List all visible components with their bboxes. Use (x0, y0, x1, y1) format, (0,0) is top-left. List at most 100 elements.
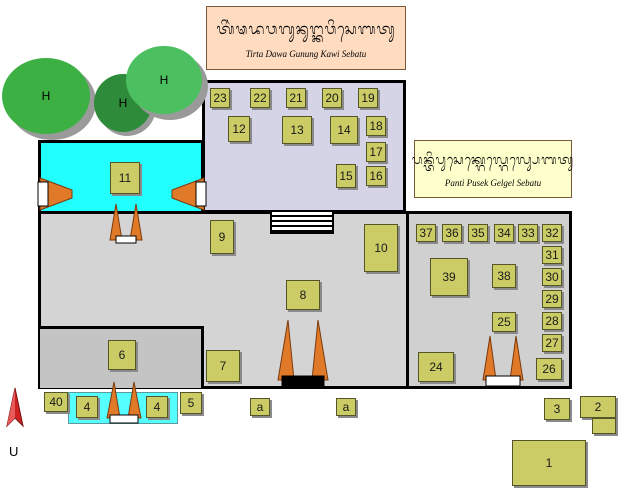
building-13[interactable]: 13 (282, 116, 312, 144)
building-33[interactable]: 33 (518, 224, 538, 242)
building-26[interactable]: 26 (536, 358, 562, 380)
building-label: 2 (594, 400, 602, 414)
building-4-left[interactable]: 4 (76, 396, 98, 418)
building-a-left[interactable]: a (250, 398, 270, 416)
building-label: 30 (545, 270, 559, 284)
building-20[interactable]: 20 (322, 88, 342, 108)
building-label: 35 (471, 226, 485, 240)
tree-3: H (126, 46, 202, 114)
building-9[interactable]: 9 (210, 220, 234, 254)
building-label: 15 (339, 169, 353, 183)
building-label: 29 (545, 292, 559, 306)
building-40[interactable]: 40 (44, 392, 68, 412)
compass-label: U (9, 444, 19, 459)
building-label: 24 (429, 360, 443, 374)
building-label: 5 (187, 396, 195, 410)
stairs-upper[interactable] (270, 210, 334, 234)
building-label: 40 (49, 395, 63, 409)
building-1[interactable]: 1 (512, 440, 586, 486)
tree-label: H (41, 89, 51, 103)
building-24[interactable]: 24 (418, 352, 454, 382)
building-2[interactable]: 2 (580, 396, 616, 418)
split-gate-pool-left (37, 177, 73, 211)
building-5[interactable]: 5 (180, 392, 202, 414)
building-label: 6 (118, 348, 126, 362)
building-4-right[interactable]: 4 (146, 396, 168, 418)
building-label: 28 (545, 314, 559, 328)
title-scroll-top: ᬢᬶᬃᬣᬤᬯᬕᬸᬦᬸᬗ᭄ᬓᬯᬶᬲᬾᬩᬢᬸ Tirta Dawa Gunung K… (206, 6, 406, 70)
building-label: 25 (497, 315, 511, 329)
split-gate-pool-right (171, 177, 207, 211)
building-30[interactable]: 30 (542, 268, 562, 286)
scroll-caption: Panti Pusek Gelgel Sebatu (444, 177, 542, 188)
split-gate-panti (482, 335, 524, 387)
building-11[interactable]: 11 (110, 162, 140, 194)
title-scroll-right: ᬧᬦ᭄ᬢᬶᬧᬸᬲᬾᬓ᭄ᬕᬾᬮ᭄ᬕᬾᬮ᭄ᬲᬾᬩᬢᬸ Panti Pusek Gel… (411, 140, 575, 198)
building-label: 38 (497, 269, 511, 283)
building-29[interactable]: 29 (542, 290, 562, 308)
building-25[interactable]: 25 (492, 312, 516, 332)
building-label: 7 (219, 359, 227, 373)
building-label: 19 (361, 91, 375, 105)
building-31[interactable]: 31 (542, 246, 562, 264)
split-gate-pool-bottom (109, 203, 143, 244)
building-35[interactable]: 35 (468, 224, 488, 242)
building-label: 1 (545, 456, 553, 470)
building-label: 4 (83, 400, 91, 414)
building-22[interactable]: 22 (250, 88, 270, 108)
building-label: 9 (218, 230, 226, 244)
tree-1: H (2, 58, 90, 134)
north-arrow-icon (6, 387, 24, 428)
building-15[interactable]: 15 (336, 164, 356, 188)
building-19[interactable]: 19 (358, 88, 378, 108)
building-7[interactable]: 7 (206, 350, 240, 382)
tree-label: H (159, 73, 169, 87)
building-32[interactable]: 32 (542, 224, 562, 242)
split-gate-main (277, 319, 329, 389)
building-label: 14 (337, 123, 351, 137)
building-6[interactable]: 6 (108, 340, 136, 370)
building-label: 21 (289, 91, 303, 105)
building-3[interactable]: 3 (544, 398, 570, 420)
building-10[interactable]: 10 (364, 224, 398, 272)
building-label: 4 (153, 400, 161, 414)
building-34[interactable]: 34 (494, 224, 514, 242)
building-38[interactable]: 38 (492, 264, 516, 288)
building-16[interactable]: 16 (366, 166, 386, 186)
building-28[interactable]: 28 (542, 312, 562, 330)
building-label: 27 (545, 336, 559, 350)
building-14[interactable]: 14 (330, 116, 358, 144)
building-label: 22 (253, 91, 267, 105)
building-label: 32 (545, 226, 559, 240)
building-label: a (342, 400, 350, 414)
building-label: 16 (369, 169, 383, 183)
building-8[interactable]: 8 (286, 280, 320, 310)
split-gate-lower (106, 381, 142, 424)
building-label: 3 (553, 402, 561, 416)
building-12[interactable]: 12 (228, 116, 250, 142)
building-36[interactable]: 36 (442, 224, 462, 242)
building-label: 39 (442, 270, 456, 284)
building-label: 17 (369, 145, 383, 159)
building-17[interactable]: 17 (366, 142, 386, 162)
building-21[interactable]: 21 (286, 88, 306, 108)
building-39[interactable]: 39 (430, 258, 468, 296)
building-18[interactable]: 18 (366, 116, 386, 136)
building-27[interactable]: 27 (542, 334, 562, 352)
building-a-right[interactable]: a (336, 398, 356, 416)
building-label: 23 (213, 91, 227, 105)
building-label: 26 (542, 362, 556, 376)
balinese-script-title: ᬢᬶᬃᬣᬤᬯᬕᬸᬦᬸᬗ᭄ᬓᬯᬶᬲᬾᬩᬢᬸ (216, 19, 396, 38)
building-23[interactable]: 23 (210, 88, 230, 108)
building-label: 12 (232, 122, 246, 136)
building-label: 36 (445, 226, 459, 240)
building-2-step (592, 418, 616, 434)
building-label: 10 (374, 241, 388, 255)
building-37[interactable]: 37 (416, 224, 436, 242)
scroll-caption: Tirta Dawa Gunung Kawi Sebatu (245, 48, 367, 59)
building-label: 37 (419, 226, 433, 240)
building-label: 31 (545, 248, 559, 262)
balinese-script-title: ᬧᬦ᭄ᬢᬶᬧᬸᬲᬾᬓ᭄ᬕᬾᬮ᭄ᬕᬾᬮ᭄ᬲᬾᬩᬢᬸ (411, 152, 575, 168)
building-label: 34 (497, 226, 511, 240)
building-label: 18 (369, 119, 383, 133)
